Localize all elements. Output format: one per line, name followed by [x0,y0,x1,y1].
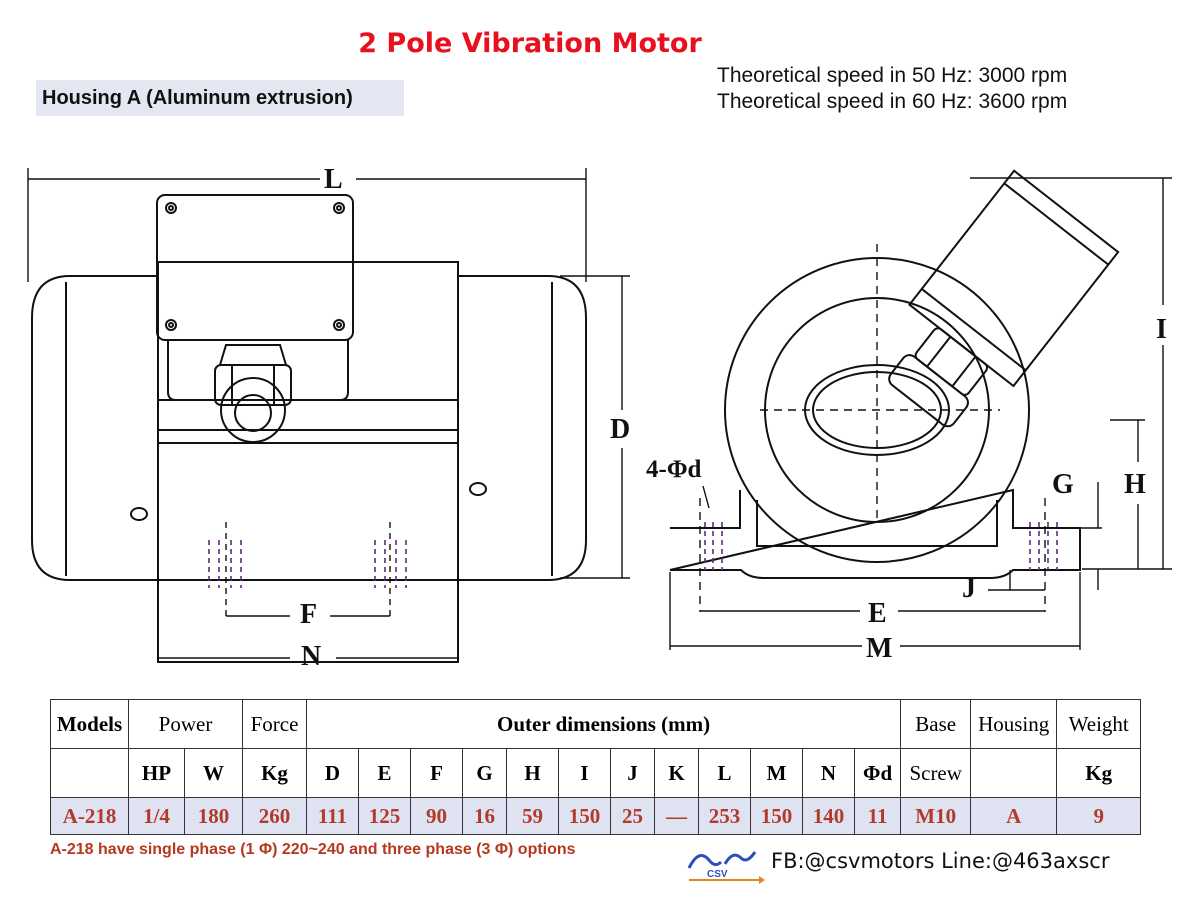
subheader-cell: L [698,748,752,798]
logo-text: CSV [707,869,728,880]
subheader-cell: Φd [854,748,902,798]
dim-label-N: N [301,641,321,672]
subheader-cell: Screw [900,748,972,798]
table-cell: 125 [358,797,412,835]
table-cell: 11 [854,797,902,835]
table-cell: 260 [242,797,308,835]
housing-label: Housing A (Aluminum extrusion) [36,80,404,116]
subheader-cell: HP [128,748,185,798]
table-cell: 59 [506,797,560,835]
dim-label-L: L [324,164,343,195]
table-cell: 150 [558,797,612,835]
subheader-cell: Kg [242,748,308,798]
subheader-cell: K [654,748,700,798]
subheader-cell: E [358,748,412,798]
table-cell: 16 [462,797,508,835]
table-cell: — [654,797,700,835]
subheader-cell: F [410,748,464,798]
table-cell: 150 [750,797,804,835]
header-force: Force [242,699,308,749]
dim-label-M: M [866,633,892,664]
dim-label-J: J [962,573,976,604]
table-cell: 1/4 [128,797,185,835]
subheader-cell: W [183,748,244,798]
subheader-cell: H [506,748,560,798]
subheader-cell: Kg [1056,748,1142,798]
table-cell: 90 [410,797,464,835]
table-cell: 180 [183,797,244,835]
subheader-cell [50,748,129,798]
speed-60hz: Theoretical speed in 60 Hz: 3600 rpm [717,90,1068,113]
dim-label-G: G [1052,469,1074,500]
dim-label-I: I [1156,314,1167,345]
subheader-cell: M [750,748,804,798]
spec-table: Models Power Force Outer dimensions (mm)… [50,699,1142,835]
subheader-cell: J [610,748,656,798]
header-outer-dimensions: Outer dimensions (mm) [306,699,902,749]
header-models: Models [50,699,129,749]
options-note: A-218 have single phase (1 Φ) 220~240 an… [50,841,576,858]
csv-logo-icon: CSV [687,851,765,884]
table-header-row: Models Power Force Outer dimensions (mm)… [50,699,1142,749]
header-power: Power [127,699,244,749]
table-cell: A [970,797,1058,835]
dim-label-E: E [868,598,887,629]
table-cell: 140 [802,797,856,835]
header-weight: Weight [1056,699,1142,749]
table-cell: A-218 [50,797,129,835]
front-view [669,169,1120,579]
header-base: Base [900,699,972,749]
side-view [31,194,587,663]
table-cell: M10 [900,797,972,835]
dim-label-D: D [610,414,630,445]
table-subheader-row: HP W Kg D E F G H I J K L M N Φd Screw K… [50,748,1142,798]
contact-info: FB:@csvmotors Line:@463axscr [771,849,1110,873]
table-cell: 9 [1056,797,1142,835]
speed-50hz: Theoretical speed in 50 Hz: 3000 rpm [717,64,1068,87]
subheader-cell: N [802,748,856,798]
subheader-cell: D [306,748,360,798]
table-cell: 111 [306,797,360,835]
dim-label-H: H [1124,469,1146,500]
table-cell: 253 [698,797,752,835]
technical-drawing: L D F N I H G J E M 4-Φd [27,164,1172,672]
table-cell: 25 [610,797,656,835]
dim-label-F: F [300,599,317,630]
dim-label-holes: 4-Φd [646,456,702,483]
subheader-cell: G [462,748,508,798]
subheader-cell: I [558,748,612,798]
page-title: 2 Pole Vibration Motor [358,28,702,59]
table-row: A-218 1/4 180 260 111 125 90 16 59 150 2… [50,797,1142,835]
subheader-cell [970,748,1058,798]
header-housing: Housing [970,699,1058,749]
